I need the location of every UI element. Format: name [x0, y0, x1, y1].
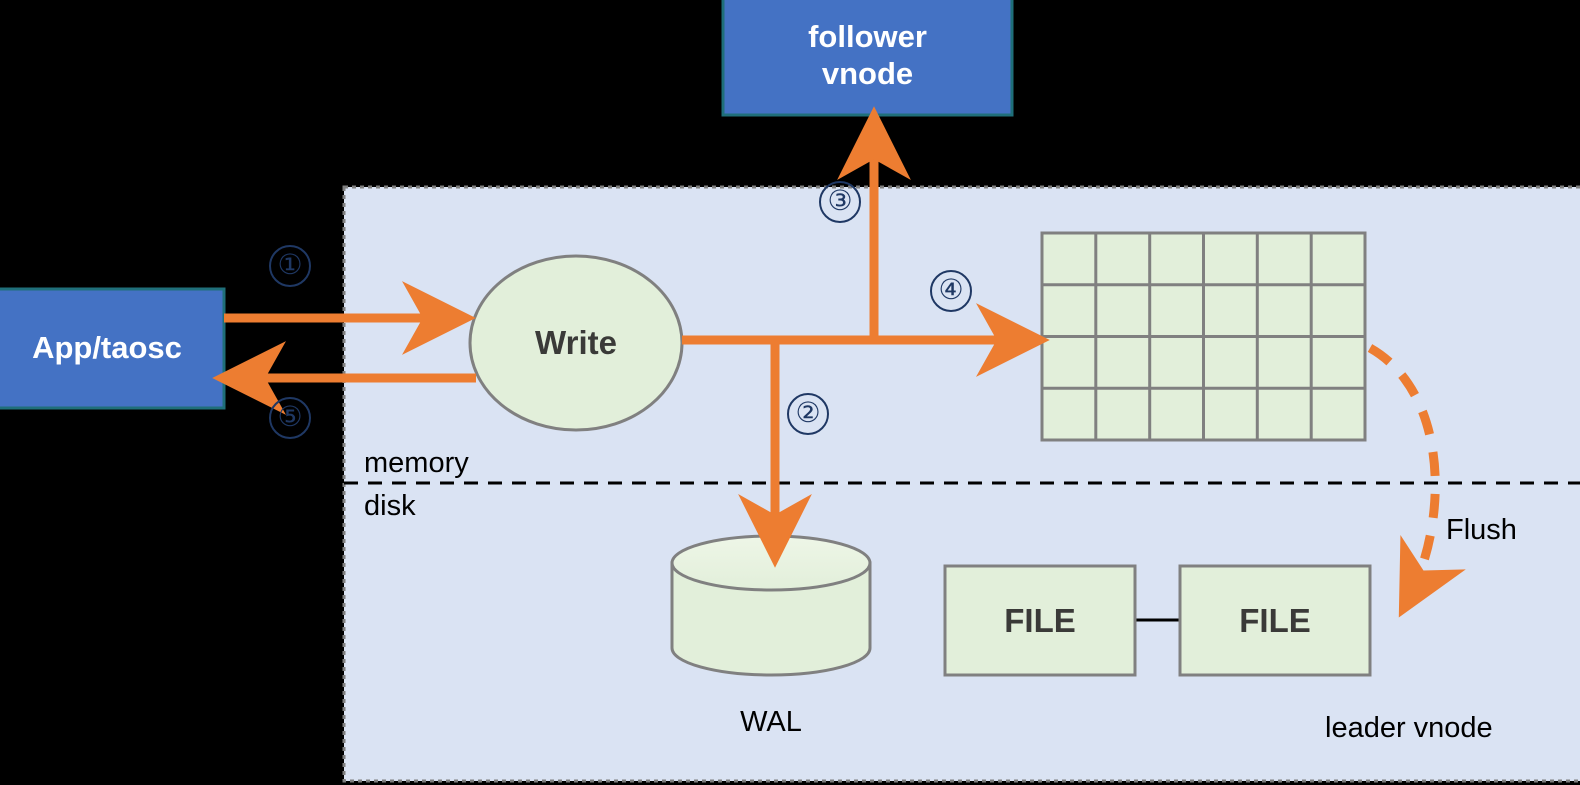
arrow-flush-to-file [1367, 344, 1466, 618]
follower-vnode-box [721, 0, 1014, 117]
step-badge-1: ① [269, 245, 311, 287]
step-badge-3: ③ [819, 181, 861, 223]
write-ellipse [468, 254, 684, 432]
step-badge-4: ④ [930, 270, 972, 312]
memtable-grid [1040, 231, 1367, 442]
step-badge-1-text: ① [277, 249, 303, 280]
step-badge-3-text: ③ [827, 185, 853, 216]
step-badge-2-text: ② [795, 397, 821, 428]
file-box-right [1178, 564, 1372, 677]
file-box-left [943, 564, 1137, 677]
app-taosc-box [0, 287, 226, 410]
step-badge-2: ② [787, 393, 829, 435]
wal-cylinder [670, 534, 872, 677]
step-badge-5-text: ⑤ [277, 401, 303, 432]
step-badge-4-text: ④ [938, 274, 964, 305]
step-badge-5: ⑤ [269, 397, 311, 439]
